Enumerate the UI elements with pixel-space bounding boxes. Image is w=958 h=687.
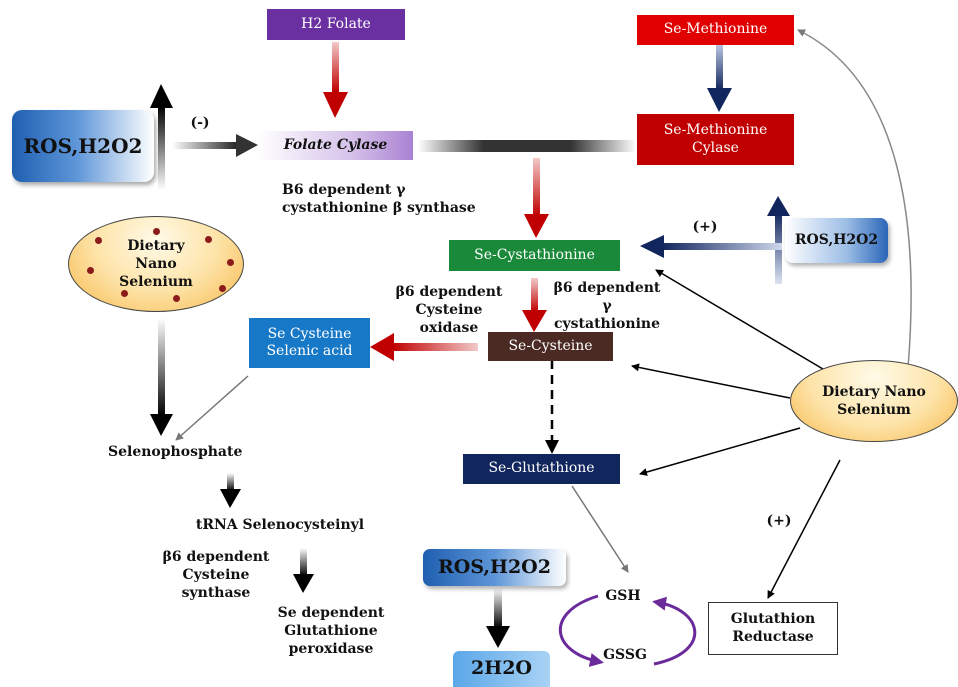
folate-cylase-label: Folate Cylase: [283, 136, 388, 153]
arrow-glutathione-to-gsh: [571, 485, 629, 573]
arrowhead: [236, 134, 258, 157]
gssg-label: GSSG: [603, 647, 647, 663]
se-glutathione-box: Se-Glutathione: [463, 454, 620, 484]
arrow-cysteine-to-selenic: [392, 343, 478, 351]
arrowhead: [486, 626, 510, 648]
arrow-methionine-to-cylase: [716, 45, 723, 90]
arrow-ros-bottom-to-h2o: [494, 588, 502, 628]
arrowhead: [323, 92, 348, 118]
h2o-box: 2H2O: [453, 651, 550, 687]
se-cysteine-selenic-box: Se Cysteine Selenic acid: [249, 318, 370, 368]
se-cysteine-label: Se-Cysteine: [508, 337, 593, 354]
ros-left-box: ROS,H2O2: [12, 110, 154, 182]
arrow-h2folate-to-folate-cylase: [332, 42, 339, 92]
dietary-left-label: Dietary Nano Selenium: [119, 237, 193, 291]
arrowhead: [640, 235, 664, 258]
selenophosphate-label: Selenophosphate: [108, 444, 243, 460]
dietary-right-label: Dietary Nano Selenium: [822, 383, 926, 418]
selenium-particle: [153, 228, 160, 235]
cycle-gsh-to-gssg: [558, 594, 604, 667]
activation-label-top: (+): [692, 219, 718, 235]
arrow-to-se-cystathionine: [533, 158, 540, 216]
inhibition-label: (-): [190, 115, 210, 131]
link-folate-to-methionine-cylase: [418, 140, 636, 152]
arrow-selenophosphate-to-trna: [227, 473, 234, 491]
folate-cylase-box: Folate Cylase: [258, 131, 413, 160]
arrow-trna-to-gpx: [300, 548, 307, 576]
cycle-gssg-to-gsh: [652, 596, 697, 666]
trna-label: tRNA Selenocysteinyl: [195, 517, 365, 533]
arrow-dietary-to-reductase: [767, 459, 841, 599]
arrow-cystathionine-to-cysteine: [531, 278, 538, 312]
arrow-dietary-left-down: [158, 318, 165, 416]
selenium-particle: [227, 259, 234, 266]
se-methionine-box: Se-Methionine: [637, 15, 794, 45]
arrowhead: [524, 214, 549, 238]
glutathion-reductase-label: Glutathion Reductase: [730, 611, 816, 645]
arrowhead: [370, 333, 394, 361]
h2-folate-box: H2 Folate: [267, 9, 405, 40]
arrowhead: [150, 84, 173, 108]
arrow-dietary-to-methionine: [797, 29, 912, 369]
arrowhead: [522, 310, 547, 332]
glutathion-reductase-box: Glutathion Reductase: [708, 602, 838, 655]
h2-folate-label: H2 Folate: [301, 15, 371, 32]
selenium-particle: [219, 285, 226, 292]
activation-label-bottom: (+): [766, 513, 792, 529]
arrowhead: [150, 414, 173, 436]
arrowhead: [293, 574, 314, 593]
se-glutathione-label: Se-Glutathione: [488, 460, 595, 477]
arrow-ros-left-up: [158, 106, 165, 190]
ros-right-box: ROS,H2O2: [785, 218, 888, 263]
se-methionine-cylase-label: Se-Methionine Cylase: [663, 122, 768, 156]
h2o-label: 2H2O: [471, 657, 532, 680]
arrow-dietary-to-cystathionine: [655, 269, 829, 373]
se-cystathionine-label: Se-Cystathionine: [474, 246, 595, 263]
selenium-particle: [205, 236, 212, 243]
se-methionine-cylase-box: Se-Methionine Cylase: [637, 114, 794, 165]
dietary-nano-selenium-left: Dietary Nano Selenium: [68, 216, 244, 312]
arrow-selenic-to-selenophosphate: [175, 375, 249, 441]
ros-bottom-box: ROS,H2O2: [423, 549, 566, 586]
enzyme-label-cysteine-oxidase: β6 dependent Cysteine oxidase: [395, 284, 503, 337]
se-cysteine-selenic-label: Se Cysteine Selenic acid: [266, 325, 353, 360]
enzyme-label-cysteine-synthase: β6 dependent Cysteine synthase: [162, 549, 270, 602]
ros-right-label: ROS,H2O2: [794, 231, 879, 248]
arrowhead: [767, 196, 790, 216]
arrowhead: [220, 489, 241, 508]
selenium-particle: [95, 237, 102, 244]
dietary-nano-selenium-right: Dietary Nano Selenium: [790, 360, 958, 442]
arrow-dietary-to-cysteine: [631, 363, 791, 399]
selenium-particle: [87, 267, 94, 274]
arrowhead: [707, 88, 732, 112]
arrow-dietary-to-glutathione: [639, 427, 801, 476]
selenium-particle: [173, 295, 180, 302]
enzyme-label-synthase: B6 dependent γ cystathionine β synthase: [282, 182, 476, 217]
arrow-ros-left-to-folate-cylase: [172, 142, 238, 149]
arrow-ros-right-to-cystathionine: [662, 243, 782, 250]
gsh-label: GSH: [605, 588, 641, 604]
se-cystathionine-box: Se-Cystathionine: [449, 240, 620, 271]
enzyme-label-gamma-cystathionine: β6 dependent γ cystathionine: [553, 280, 661, 333]
ros-left-label: ROS,H2O2: [23, 133, 143, 158]
se-methionine-label: Se-Methionine: [663, 21, 768, 38]
ros-bottom-label: ROS,H2O2: [438, 555, 551, 578]
arrowhead: [545, 440, 559, 454]
se-gpx-label: Se dependent Glutathione peroxidase: [277, 605, 385, 658]
selenium-particle: [121, 290, 128, 297]
se-cysteine-box: Se-Cysteine: [488, 332, 613, 361]
